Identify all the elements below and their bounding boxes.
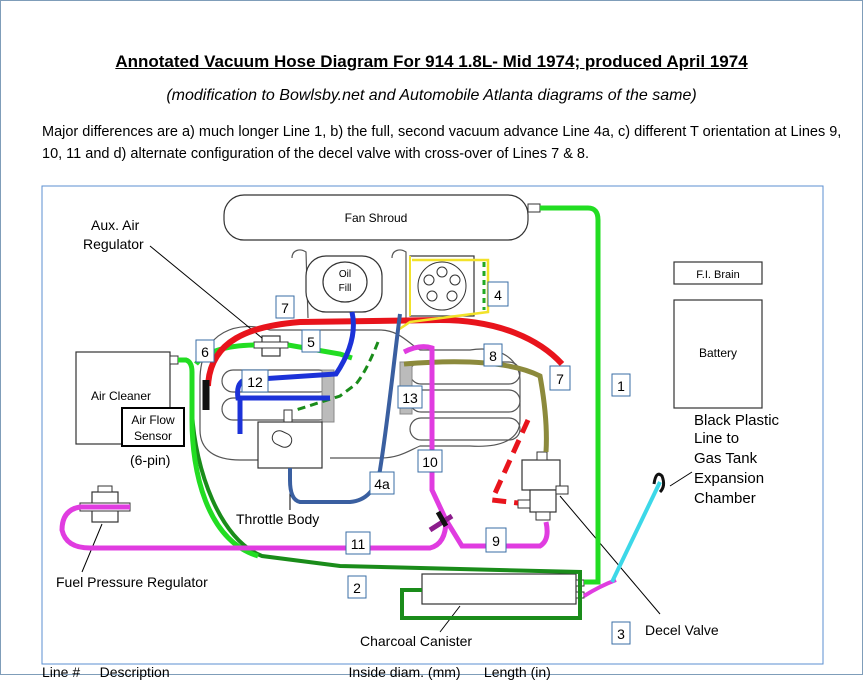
hose-line-4-yellow: [397, 258, 490, 332]
line-label-3: 3: [611, 621, 631, 645]
decel-valve-label: Decel Valve: [645, 622, 719, 638]
line-label-2: 2: [347, 575, 367, 599]
black-plastic-leader: [669, 471, 693, 487]
black-plastic-label-3: Gas Tank: [694, 450, 758, 467]
page-title: Annotated Vacuum Hose Diagram For 914 1.…: [115, 52, 748, 71]
line-label-1: 1: [611, 373, 631, 397]
line-label-4a: 4a: [369, 471, 395, 495]
black-plastic-label-4: Expansion: [694, 470, 764, 487]
svg-text:13: 13: [402, 390, 418, 406]
line-label-11: 11: [345, 531, 371, 555]
charcoal-canister-box: [421, 573, 577, 605]
svg-text:12: 12: [247, 374, 263, 390]
hose-line-8: [403, 359, 549, 453]
hose-line-10: [402, 344, 449, 522]
decel-valve-port-top: [536, 451, 548, 461]
air-flow-sensor-label-1: Air Flow: [131, 413, 175, 427]
page-subtitle: (modification to Bowlsby.net and Automob…: [166, 87, 697, 104]
battery-label: Battery: [699, 346, 737, 360]
decel-valve-leader: [559, 495, 661, 615]
hose-line-7-dashed: [488, 418, 531, 506]
svg-text:7: 7: [556, 371, 564, 387]
svg-text:3: 3: [617, 626, 625, 642]
decel-valve-port-bottom: [535, 511, 551, 521]
black-plastic-label-2: Line to: [694, 430, 739, 447]
line-label-7-upper: 7: [275, 295, 295, 319]
hose-line-2-dark: [190, 411, 582, 620]
hose-line-12: [235, 311, 356, 401]
fan-shroud: [223, 194, 529, 241]
svg-text:10: 10: [422, 454, 438, 470]
line-label-10: 10: [417, 449, 443, 473]
hose-line-1: [540, 205, 601, 585]
line-label-8: 8: [483, 343, 503, 367]
decel-valve-port-left: [517, 499, 531, 509]
air-cleaner-nipple: [169, 355, 179, 365]
black-plastic-line-end: [652, 472, 666, 494]
aux-air-leader: [149, 245, 263, 339]
svg-text:4a: 4a: [374, 476, 390, 492]
charcoal-canister-label: Charcoal Canister: [360, 633, 472, 649]
decel-valve-top: [521, 459, 561, 491]
intro-paragraph: Major differences are a) much longer Lin…: [42, 124, 842, 162]
throttle-plate-icon: [271, 430, 293, 448]
fi-brain-box: [673, 261, 763, 285]
svg-text:11: 11: [351, 536, 366, 552]
aux-air-regulator-tube: [253, 341, 289, 349]
svg-text:4: 4: [494, 287, 502, 303]
line-label-12: 12: [241, 369, 269, 393]
svg-text:9: 9: [492, 533, 500, 549]
hose-line-11-9: [59, 504, 550, 551]
decel-valve-body: [529, 489, 557, 513]
oil-fill-cap: [322, 261, 368, 303]
black-plastic-label-5: Chamber: [694, 490, 756, 507]
oil-fill-label-1: Oil: [339, 269, 351, 280]
svg-text:8: 8: [489, 348, 497, 364]
oil-fill-label-2: Fill: [339, 283, 352, 294]
aux-air-label-1: Aux. Air: [91, 217, 140, 233]
fan-shroud-nipple: [527, 203, 541, 213]
fuel-pressure-regulator-label: Fuel Pressure Regulator: [56, 574, 208, 590]
aux-air-label-2: Regulator: [83, 236, 144, 252]
hose-line-3-cyan: [610, 481, 662, 583]
hose-tee-black: [435, 510, 449, 528]
air-flow-sensor-label-2: Sensor: [134, 429, 172, 443]
line-number-boxes: 1 2 3 4 4a 5 6 7 7 8 9 10 11 12 13: [195, 281, 631, 645]
svg-text:1: 1: [617, 378, 625, 394]
air-flow-sensor-box: [121, 407, 185, 447]
line-label-13: 13: [397, 385, 423, 409]
throttle-body-nipple: [283, 409, 293, 423]
hose-line-6: [178, 357, 259, 559]
svg-text:7: 7: [281, 300, 289, 316]
svg-text:2: 2: [353, 580, 361, 596]
hose-line-4-lower: [295, 341, 380, 412]
line-label-5: 5: [301, 329, 321, 353]
svg-text:5: 5: [307, 334, 315, 350]
line-label-6: 6: [195, 339, 215, 363]
line-label-4: 4: [487, 281, 509, 307]
line-label-9: 9: [485, 527, 507, 553]
throttle-body-label: Throttle Body: [236, 511, 319, 527]
distributor-terminals: [423, 266, 461, 302]
diagram-border: [41, 185, 824, 665]
fuel-pressure-regulator-cap: [97, 485, 113, 493]
decel-valve-port-right: [555, 485, 569, 495]
svg-text:6: 6: [201, 344, 209, 360]
hose-line-7: [205, 316, 565, 387]
battery-box: [673, 299, 763, 409]
table-header-cut-off: Line # Description Inside diam. (mm) Len…: [42, 664, 551, 680]
black-plastic-label-1: Black Plastic: [694, 412, 780, 429]
fi-brain-label: F.I. Brain: [696, 269, 739, 281]
six-pin-label: (6-pin): [130, 452, 170, 468]
line-label-7-right: 7: [549, 365, 571, 391]
hose-tee-purple: [428, 513, 454, 533]
air-cleaner-label: Air Cleaner: [91, 389, 151, 403]
fan-shroud-label: Fan Shroud: [345, 211, 408, 225]
